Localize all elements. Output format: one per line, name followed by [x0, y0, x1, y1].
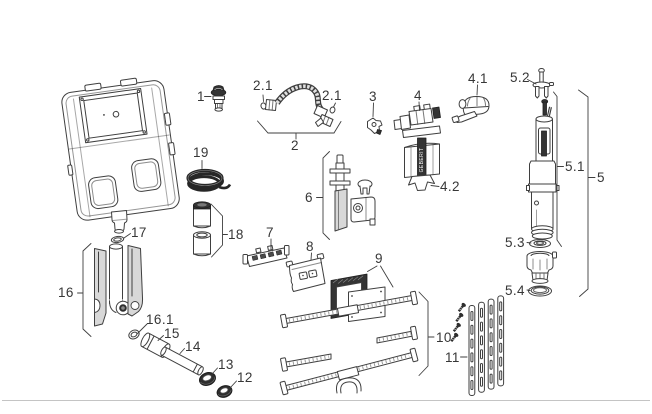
part-1-drawing [210, 85, 227, 112]
part-5-basket-drawing [526, 251, 557, 284]
part-5-1-drawing [526, 99, 560, 240]
part-label-2-1-right: 2.1 [322, 88, 342, 103]
part-label-7: 7 [266, 225, 274, 240]
part-label-10: 10 [436, 330, 452, 345]
part-11-drawing [450, 295, 505, 396]
part-label-2-1-left: 2.1 [253, 78, 273, 93]
part-label-4-1: 4.1 [468, 71, 488, 86]
screw-icon [455, 312, 464, 322]
part-16-1-drawing [128, 329, 140, 340]
part-label-5: 5 [597, 170, 605, 185]
screw-icon [450, 332, 459, 342]
part-5-3-drawing [529, 239, 551, 248]
part-label-3: 3 [369, 89, 377, 104]
part-label-11: 11 [445, 350, 460, 365]
part-label-1: 1 [197, 89, 205, 104]
part-label-5-2: 5.2 [510, 70, 530, 85]
part-13-drawing [199, 372, 216, 386]
part-4-2-foot [408, 174, 435, 191]
part-label-16-1: 16.1 [146, 312, 174, 327]
part-label-4-2: 4.2 [440, 179, 460, 194]
part-label-6: 6 [305, 190, 313, 205]
part-5-2-drawing [532, 68, 554, 99]
part-label-17: 17 [131, 225, 147, 240]
part-16-drawing [94, 243, 144, 327]
screw-icon [452, 322, 461, 332]
part-4-1-drawing [451, 96, 490, 124]
brand-text-geberit: GEBERIT [419, 148, 425, 173]
part-label-9: 9 [375, 251, 383, 266]
screw-icon [457, 302, 466, 312]
part-label-15: 15 [164, 326, 180, 341]
part-cistern-tank-drawing [61, 77, 180, 221]
part-10-drawing [279, 290, 419, 396]
part-label-8: 8 [306, 239, 314, 254]
part-label-5-3: 5.3 [505, 235, 525, 250]
part-7-drawing [242, 245, 290, 267]
part-17-drawing [110, 235, 125, 244]
tank-outlet-spigot [111, 210, 128, 234]
part-label-5-4: 5.4 [505, 283, 525, 298]
part-18-drawing [193, 201, 211, 257]
part-19-drawing [186, 168, 232, 192]
part-label-12: 12 [237, 370, 253, 385]
part-8-drawing [285, 253, 326, 292]
part-3-drawing [367, 117, 383, 135]
part-5-4-drawing [528, 285, 552, 297]
part-label-14: 14 [185, 339, 201, 354]
part-12-drawing [216, 385, 233, 398]
part-label-2: 2 [291, 138, 299, 153]
part-14-drawing [160, 346, 204, 376]
part-6-drawing [329, 154, 376, 232]
part-2-drawing [260, 83, 336, 127]
part-label-4: 4 [414, 88, 422, 103]
part-label-18: 18 [228, 227, 244, 242]
part-label-13: 13 [218, 357, 234, 372]
part-label-19: 19 [193, 145, 209, 160]
leader-lines [77, 79, 596, 389]
part-4-drawing: GEBERIT [393, 103, 441, 191]
part-label-5-1: 5.1 [565, 159, 585, 174]
part-label-16: 16 [58, 285, 74, 300]
